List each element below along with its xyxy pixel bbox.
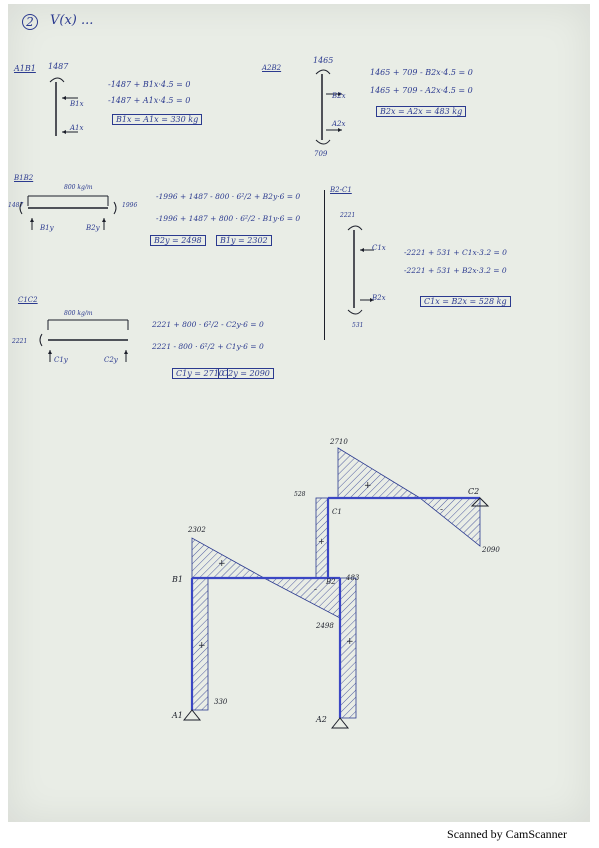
shear-force-diagram: A1 B1 A2 B2 C1 C2 2302 2498 2710 2090 33…	[171, 438, 500, 729]
equation-c1c2-1: 2221 + 800 · 6²/2 - C2y·6 = 0	[152, 320, 264, 329]
force-label-b2y: B2y	[86, 224, 100, 232]
sign-b1b2-positive: +	[218, 559, 226, 569]
result-a1b1: B1x = A1x = 330 kg	[112, 114, 203, 125]
force-label-a2x: A2x	[332, 120, 346, 128]
support-a1	[182, 709, 202, 721]
force-label-c2y: C2y	[104, 356, 118, 364]
section-label-b2c1: B2-C1	[330, 186, 352, 194]
result-c2y: C2y = 2090	[218, 368, 274, 379]
sign-b1b2-negative: -	[314, 585, 317, 595]
shear-area-b1b2-positive	[191, 537, 266, 579]
value-2090: 2090	[481, 546, 500, 554]
section-label-b1b2: B1B2	[14, 174, 34, 182]
node-b2: B2	[325, 578, 336, 586]
force-label-a1x: A1x	[70, 124, 84, 132]
support-a2	[330, 717, 350, 729]
node-a2: A2	[315, 715, 327, 724]
equation-b2c1-1: -2221 + 531 + C1x·3.2 = 0	[404, 248, 507, 257]
shear-area-c1c2-positive	[337, 447, 422, 499]
force-label-b2x: B2x	[332, 92, 346, 100]
value-483: 483	[345, 574, 360, 582]
force-label-c1y: C1y	[54, 356, 68, 364]
free-body-c1c2	[39, 319, 129, 362]
moment-top-a2b2: 1465	[313, 56, 334, 65]
value-2710: 2710	[329, 438, 348, 446]
result-a2b2: B2x = A2x = 483 kg	[376, 106, 467, 117]
equation-b1b2-1: -1996 + 1487 - 800 · 6²/2 + B2y·6 = 0	[156, 192, 301, 201]
section-label-c1c2: C1C2	[18, 296, 38, 304]
equation-a2b2-1: 1465 + 709 - B2x·4.5 = 0	[370, 68, 473, 77]
free-body-a1b1	[49, 77, 78, 136]
shear-area-column-a2b2	[339, 577, 357, 719]
scanned-sheet: 2 V(x) ... A1B1 1487 B1x A1x -1487 + B1x…	[8, 4, 590, 822]
equation-c1c2-2: 2221 - 800 · 6²/2 + C1y·6 = 0	[152, 342, 264, 351]
moment-bottom-b2c1: 531	[352, 322, 364, 329]
load-label-c1c2: 800 kg/m	[64, 310, 93, 317]
value-330: 330	[214, 698, 228, 706]
value-2498: 2498	[315, 622, 334, 630]
moment-top-b2c1: 2221	[340, 212, 356, 219]
section-label-a1b1: A1B1	[14, 64, 36, 73]
node-a1: A1	[171, 711, 183, 720]
equation-b2c1-2: -2221 + 531 + B2x·3.2 = 0	[404, 266, 507, 275]
equation-a1b1-2: -1487 + A1x·4.5 = 0	[108, 96, 191, 105]
section-label-a2b2: A2B2	[262, 64, 282, 72]
support-c2	[470, 497, 490, 507]
result-b1y: B1y = 2302	[216, 235, 272, 246]
free-body-b1b2	[19, 195, 117, 230]
equation-b1b2-2: -1996 + 1487 + 800 · 6²/2 - B1y·6 = 0	[156, 214, 301, 223]
heading-title: V(x) ...	[50, 13, 94, 28]
moment-right-b1b2: 1996	[122, 202, 138, 209]
force-label-b1y: B1y	[40, 224, 54, 232]
equation-a1b1-1: -1487 + B1x·4.5 = 0	[108, 80, 191, 89]
force-label-b2x-c: B2x	[372, 294, 386, 302]
free-body-b2c1	[347, 225, 374, 315]
moment-left-c1c2: 2221	[12, 338, 28, 345]
node-b1: B1	[171, 575, 183, 584]
result-b2y: B2y = 2498	[150, 235, 206, 246]
result-c1y: C1y = 2710	[172, 368, 228, 379]
sign-column-b2c1: +	[318, 537, 325, 546]
scanner-watermark: Scanned by CamScanner	[447, 827, 567, 841]
free-body-a2b2	[315, 69, 342, 145]
heading-number: 2	[22, 14, 38, 30]
force-label-b1x: B1x	[70, 100, 84, 108]
moment-left-b1b2: 1487	[8, 202, 24, 209]
sign-c1c2-negative: -	[440, 505, 443, 515]
force-label-c1x: C1x	[372, 244, 386, 252]
node-c2: C2	[468, 487, 479, 496]
moment-bottom-a2b2: 709	[314, 150, 328, 158]
result-b2c1: C1x = B2x = 528 kg	[420, 296, 511, 307]
node-c1: C1	[332, 508, 342, 516]
shear-area-c1c2-negative	[418, 497, 481, 547]
load-label-b1b2: 800 kg/m	[64, 184, 93, 191]
value-2302: 2302	[187, 526, 206, 534]
sign-c1c2-positive: +	[364, 481, 372, 491]
section-divider	[324, 190, 325, 340]
sign-column-a1b1: +	[198, 641, 206, 651]
value-528: 528	[294, 491, 306, 498]
equation-a2b2-2: 1465 + 709 - A2x·4.5 = 0	[370, 86, 473, 95]
sign-column-a2b2: +	[346, 637, 354, 647]
moment-value-a1b1: 1487	[48, 62, 69, 71]
